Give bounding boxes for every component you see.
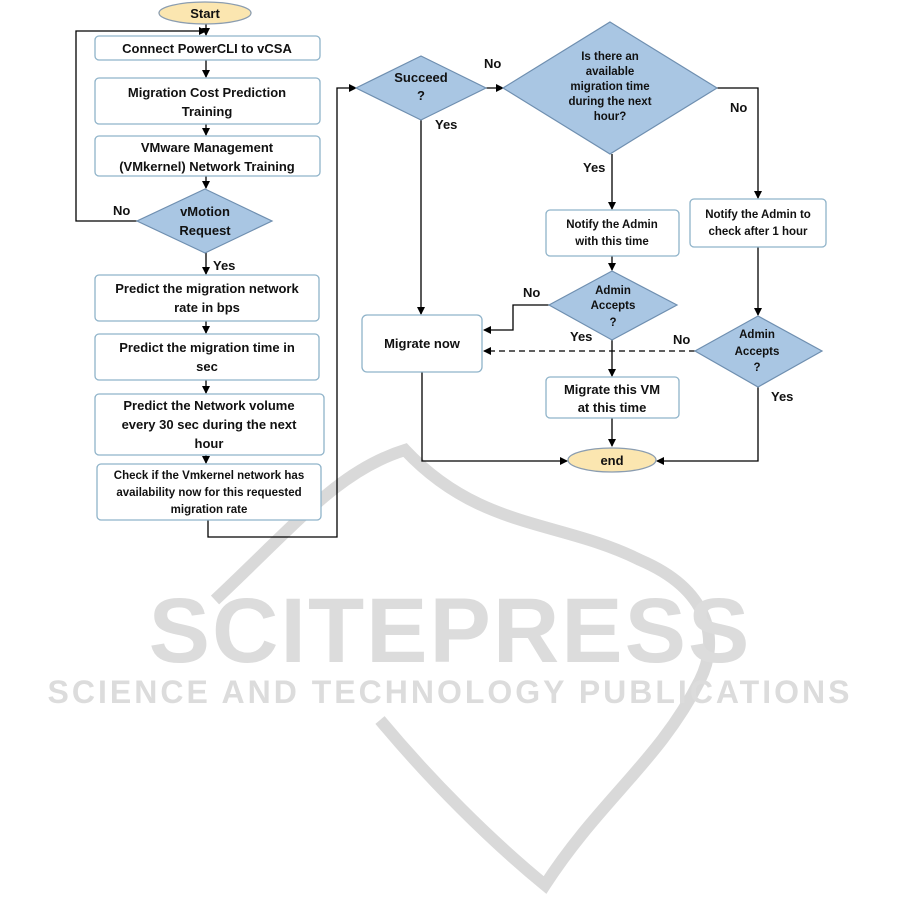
edge-labels: No Yes No Yes No Yes No Yes No Yes — [113, 56, 793, 404]
available-time-line1: Is there an — [581, 51, 639, 63]
end-label: end — [600, 453, 623, 468]
succeed-yes-label: Yes — [435, 117, 457, 132]
cost-training-line2: Training — [182, 104, 233, 119]
available-time-line3: migration time — [570, 81, 649, 93]
migrate-now-label: Migrate now — [384, 336, 461, 351]
predict-time-line2: sec — [196, 359, 218, 374]
check-availability-box: Check if the Vmkernel network has availa… — [96, 463, 322, 521]
accepts2-yes-label: Yes — [771, 389, 793, 404]
start-terminal: Start — [158, 1, 252, 25]
check-availability-line3: migration rate — [171, 504, 248, 516]
predict-volume-line1: Predict the Network volume — [123, 398, 294, 413]
available-time-line5: hour? — [594, 111, 627, 123]
predict-time-line1: Predict the migration time in — [119, 340, 295, 355]
notify-time-box: Notify the Admin with this time — [545, 209, 680, 257]
succeed-no-label: No — [484, 56, 501, 71]
check-availability-line2: availability now for this requested — [116, 487, 301, 499]
cost-training-box: Migration Cost Prediction Training — [94, 77, 321, 125]
cost-training-line1: Migration Cost Prediction — [128, 85, 286, 100]
predict-rate-line2: rate in bps — [174, 300, 240, 315]
connect-box: Connect PowerCLI to vCSA — [94, 35, 321, 61]
migrate-at-time-box: Migrate this VM at this time — [545, 376, 680, 419]
accepts2-line3: ? — [753, 362, 760, 374]
notify-time-line1: Notify the Admin — [566, 219, 658, 231]
watermark-subtitle: SCIENCE AND TECHNOLOGY PUBLICATIONS — [48, 674, 853, 710]
notify-later-box: Notify the Admin to check after 1 hour — [689, 198, 827, 248]
available-yes-label: Yes — [583, 160, 605, 175]
check-availability-line1: Check if the Vmkernel network has — [114, 470, 304, 482]
admin-accepts-decision-1: Admin Accepts ? — [547, 270, 679, 341]
predict-time-box: Predict the migration time in sec — [94, 333, 320, 381]
succeed-decision: Succeed ? — [354, 55, 488, 121]
available-time-decision: Is there an available migration time dur… — [501, 21, 719, 155]
vmotion-decision: vMotion Request — [135, 188, 274, 254]
accepts1-no-label: No — [523, 285, 540, 300]
predict-rate-line1: Predict the migration network — [115, 281, 299, 296]
watermark: SCITEPRESS SCIENCE AND TECHNOLOGY PUBLIC… — [48, 443, 853, 894]
succeed-line1: Succeed — [394, 70, 448, 85]
network-training-box: VMware Management (VMkernel) Network Tra… — [94, 135, 321, 177]
succeed-line2: ? — [417, 88, 425, 103]
notify-time-line2: with this time — [574, 236, 648, 248]
accepts1-line3: ? — [609, 317, 616, 329]
network-training-line1: VMware Management — [141, 140, 274, 155]
migrate-now-box: Migrate now — [361, 314, 483, 373]
notify-later-line2: check after 1 hour — [708, 226, 808, 238]
available-no-label: No — [730, 100, 747, 115]
accepts1-yes-label: Yes — [570, 329, 592, 344]
accepts2-line2: Accepts — [735, 346, 780, 358]
connect-label: Connect PowerCLI to vCSA — [122, 41, 292, 56]
notify-later-line1: Notify the Admin to — [705, 209, 811, 221]
accepts2-no-label: No — [673, 332, 690, 347]
migrate-at-time-line1: Migrate this VM — [564, 382, 660, 397]
migrate-at-time-line2: at this time — [578, 400, 647, 415]
admin-accepts-decision-2: Admin Accepts ? — [693, 315, 824, 388]
vmotion-yes-label: Yes — [213, 258, 235, 273]
connectors — [75, 24, 762, 538]
watermark-swoosh — [210, 443, 716, 894]
vmotion-line2: Request — [179, 223, 231, 238]
available-time-line2: available — [586, 66, 635, 78]
accepts1-line2: Accepts — [591, 300, 636, 312]
predict-volume-box: Predict the Network volume every 30 sec … — [94, 393, 325, 456]
network-training-line2: (VMkernel) Network Training — [119, 159, 295, 174]
predict-volume-line3: hour — [195, 436, 224, 451]
predict-rate-box: Predict the migration network rate in bp… — [94, 274, 320, 322]
accepts1-line1: Admin — [595, 285, 631, 297]
accepts2-line1: Admin — [739, 329, 775, 341]
predict-volume-line2: every 30 sec during the next — [122, 417, 298, 432]
vmotion-line1: vMotion — [180, 204, 230, 219]
available-time-line4: during the next — [568, 96, 651, 108]
vmotion-no-label: No — [113, 203, 130, 218]
watermark-title: SCITEPRESS — [149, 580, 752, 682]
end-terminal: end — [567, 447, 657, 473]
start-label: Start — [190, 6, 220, 21]
